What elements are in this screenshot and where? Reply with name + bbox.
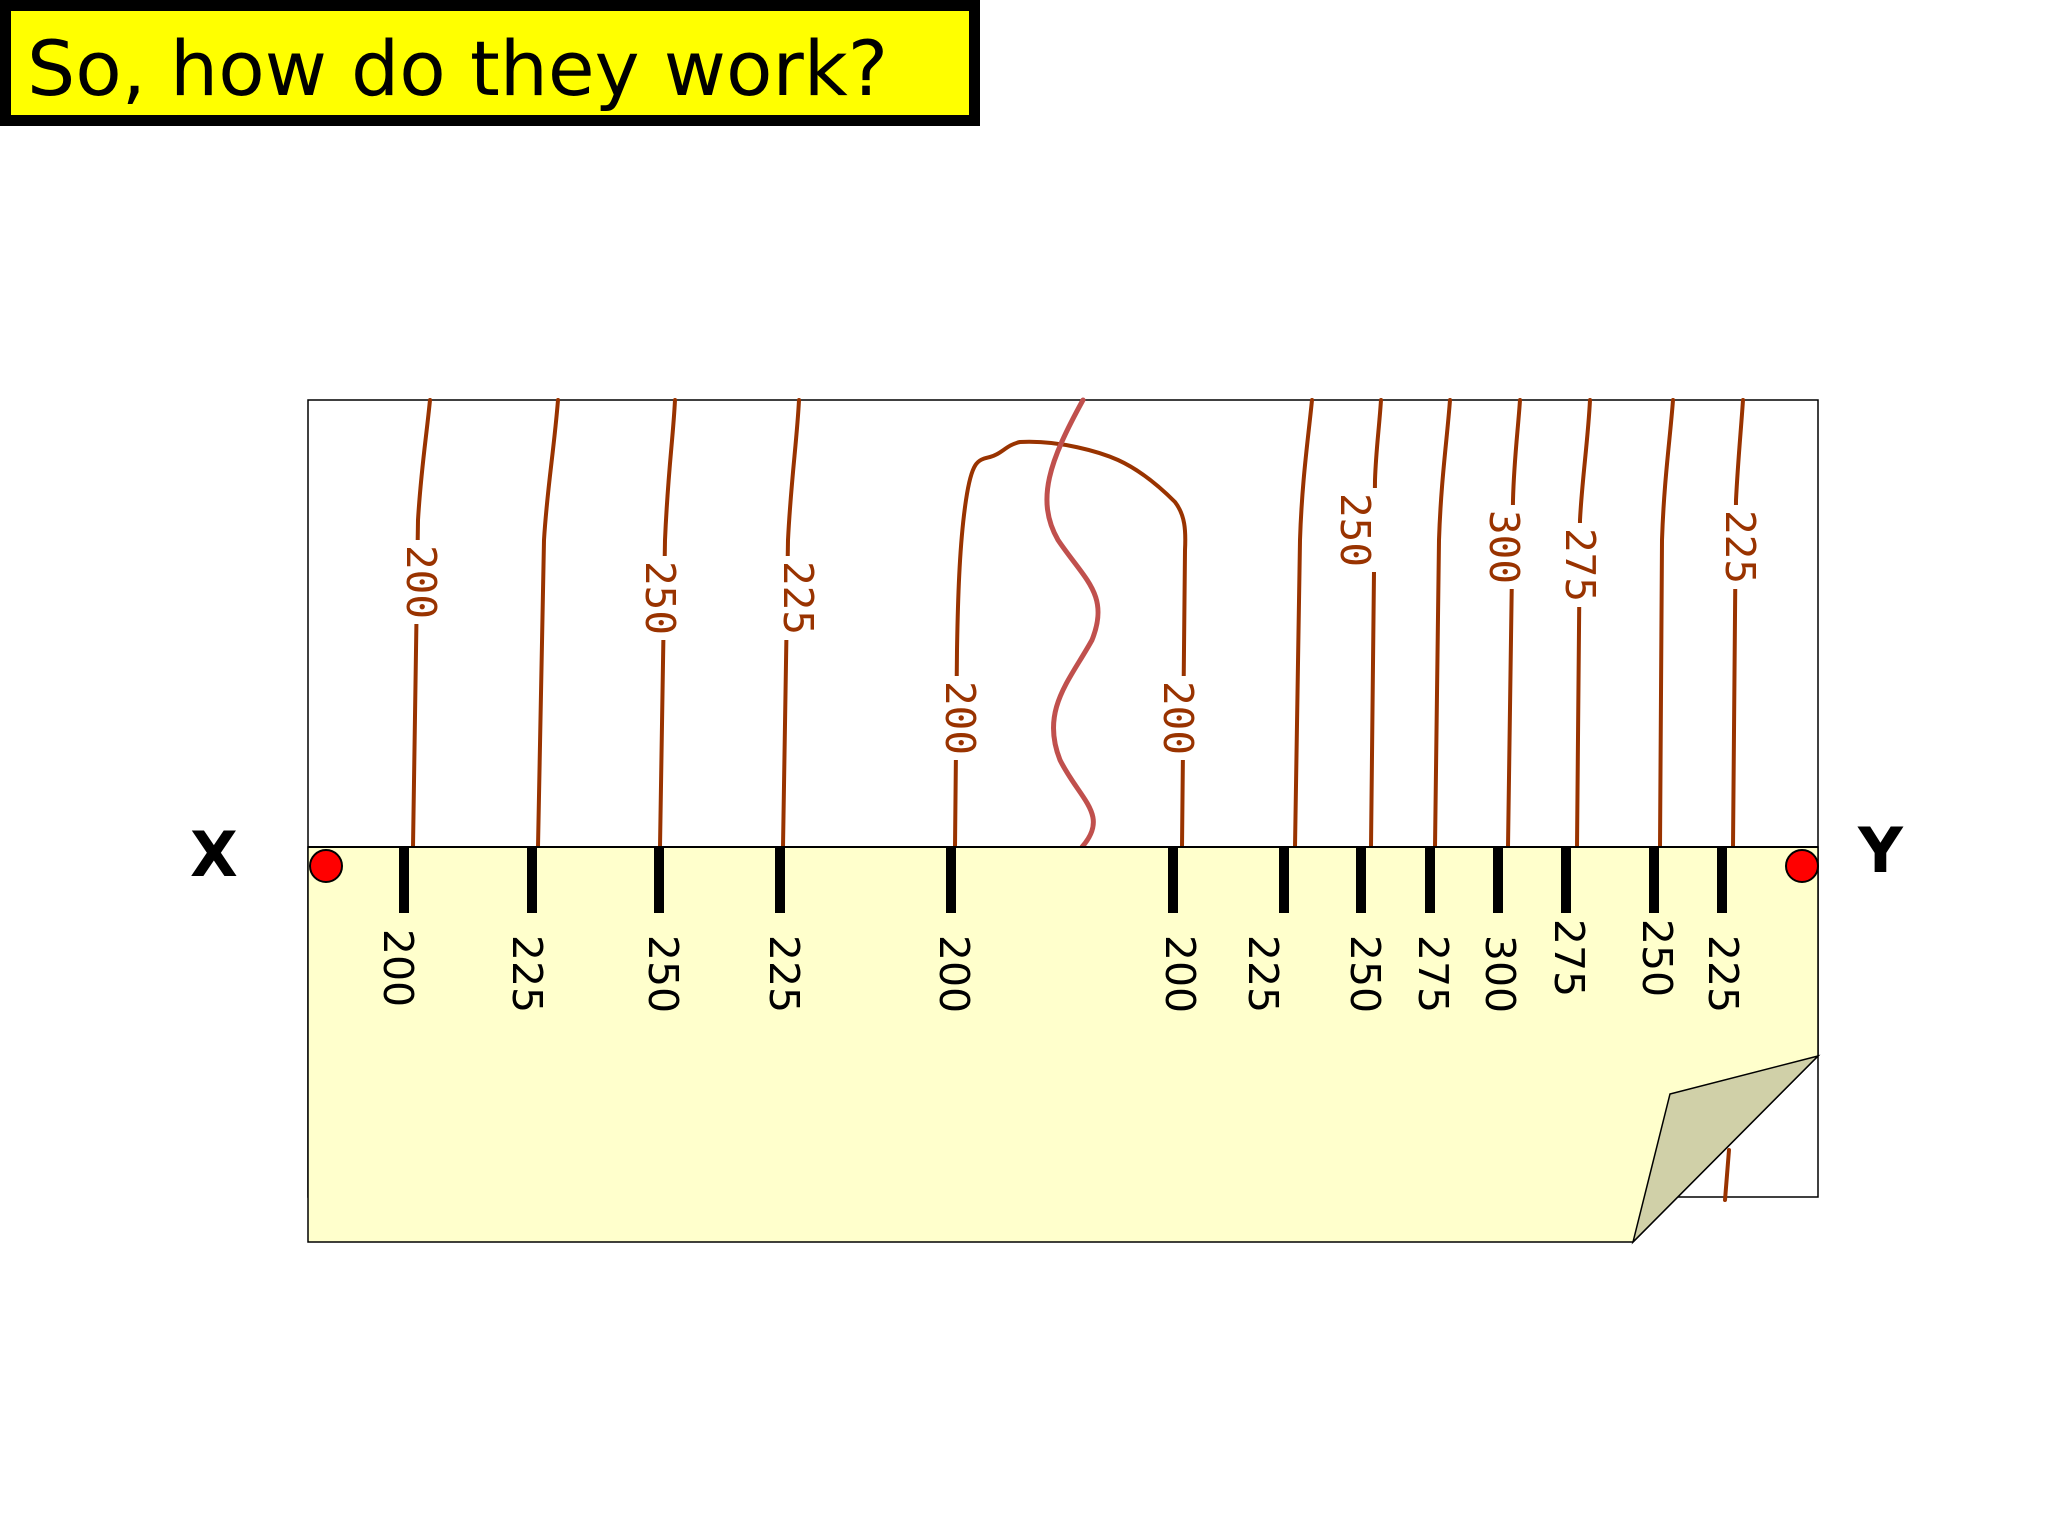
contour-label: 200	[1154, 676, 1202, 760]
contour-label-text: 275	[1556, 528, 1604, 602]
end-marker	[1785, 849, 1819, 883]
strip-tick-mark	[1561, 847, 1571, 913]
strip-tick-mark	[1279, 847, 1289, 913]
contour-label-text: 250	[636, 561, 684, 635]
strip-tick-mark	[946, 847, 956, 913]
contour-line	[1658, 398, 1675, 849]
strip-tick-mark	[654, 847, 664, 913]
strip-tick-mark	[1717, 847, 1727, 913]
strip-tick-mark	[1168, 847, 1178, 913]
contour-label: 200	[397, 540, 445, 624]
contour-line	[1293, 398, 1314, 849]
contour-label-text: 200	[936, 681, 984, 755]
strip-tick-label: 225	[1699, 935, 1747, 1013]
contour-line	[411, 398, 432, 849]
strip-tick-label: 200	[1156, 935, 1204, 1013]
strip-tick-mark	[775, 847, 785, 913]
contour-label-text: 300	[1480, 510, 1528, 584]
contour-label: 300	[1480, 505, 1528, 589]
contour-line	[1506, 398, 1522, 849]
strip-tick-mark	[1649, 847, 1659, 913]
contour-line	[1575, 398, 1592, 849]
title-box: So, how do they work?	[0, 0, 980, 126]
start-marker	[309, 849, 343, 883]
strip-tick-mark	[1356, 847, 1366, 913]
strip-tick-mark	[1493, 847, 1503, 913]
strip-tick-label: 250	[639, 935, 687, 1013]
contour-label-text: 200	[397, 545, 445, 619]
contour-label: 225	[1716, 505, 1764, 589]
contour-line	[953, 439, 1188, 849]
contour-line	[658, 398, 677, 849]
strip-tick-label: 225	[1239, 935, 1287, 1013]
strip-tick-label: 300	[1476, 935, 1524, 1013]
paper-fold	[1631, 1054, 1821, 1245]
contour-label: 200	[936, 676, 984, 760]
contour-label: 250	[636, 556, 684, 640]
contour-label-text: 200	[1154, 681, 1202, 755]
contour-line	[536, 398, 560, 849]
strip-tick-label: 200	[374, 929, 422, 1007]
contour-label-text: 225	[1716, 510, 1764, 584]
contour-line	[1723, 1148, 1731, 1202]
contour-label-text: 250	[1331, 493, 1379, 567]
contour-label-text: 225	[774, 561, 822, 635]
strip-tick-label: 250	[1633, 919, 1681, 997]
contour-line	[1433, 398, 1452, 849]
strip-tick-mark	[399, 847, 409, 913]
contour-label: 225	[774, 556, 822, 640]
contour-line	[781, 398, 801, 849]
cross-section-start-label: X	[190, 818, 238, 891]
strip-tick-label: 200	[930, 935, 978, 1013]
contour-label: 250	[1331, 488, 1379, 572]
slide-title: So, how do they work?	[27, 24, 889, 113]
contour-label: 275	[1556, 523, 1604, 607]
strip-tick-label: 225	[503, 935, 551, 1013]
strip-tick-label: 225	[760, 935, 808, 1013]
strip-tick-label: 275	[1409, 935, 1457, 1013]
strip-tick-label: 275	[1545, 919, 1593, 997]
strip-tick-mark	[527, 847, 537, 913]
strip-tick-label: 250	[1341, 935, 1389, 1013]
contour-line	[1731, 398, 1745, 849]
cross-section-end-label: Y	[1858, 814, 1903, 887]
river	[1044, 397, 1101, 850]
strip-tick-mark	[1425, 847, 1435, 913]
contour-line	[1369, 398, 1383, 849]
